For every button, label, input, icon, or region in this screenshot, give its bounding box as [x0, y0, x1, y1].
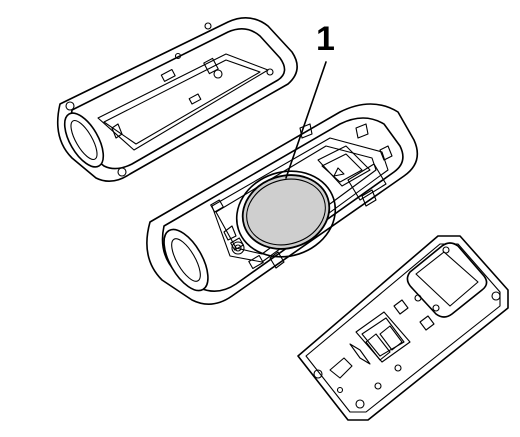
- top-cover: [56, 17, 298, 182]
- callout-1: 1: [285, 20, 335, 179]
- callout-1-label: 1: [316, 20, 335, 58]
- coin-battery: [241, 174, 331, 250]
- callout-1-leader: [285, 61, 327, 179]
- circuit-board: [297, 235, 509, 421]
